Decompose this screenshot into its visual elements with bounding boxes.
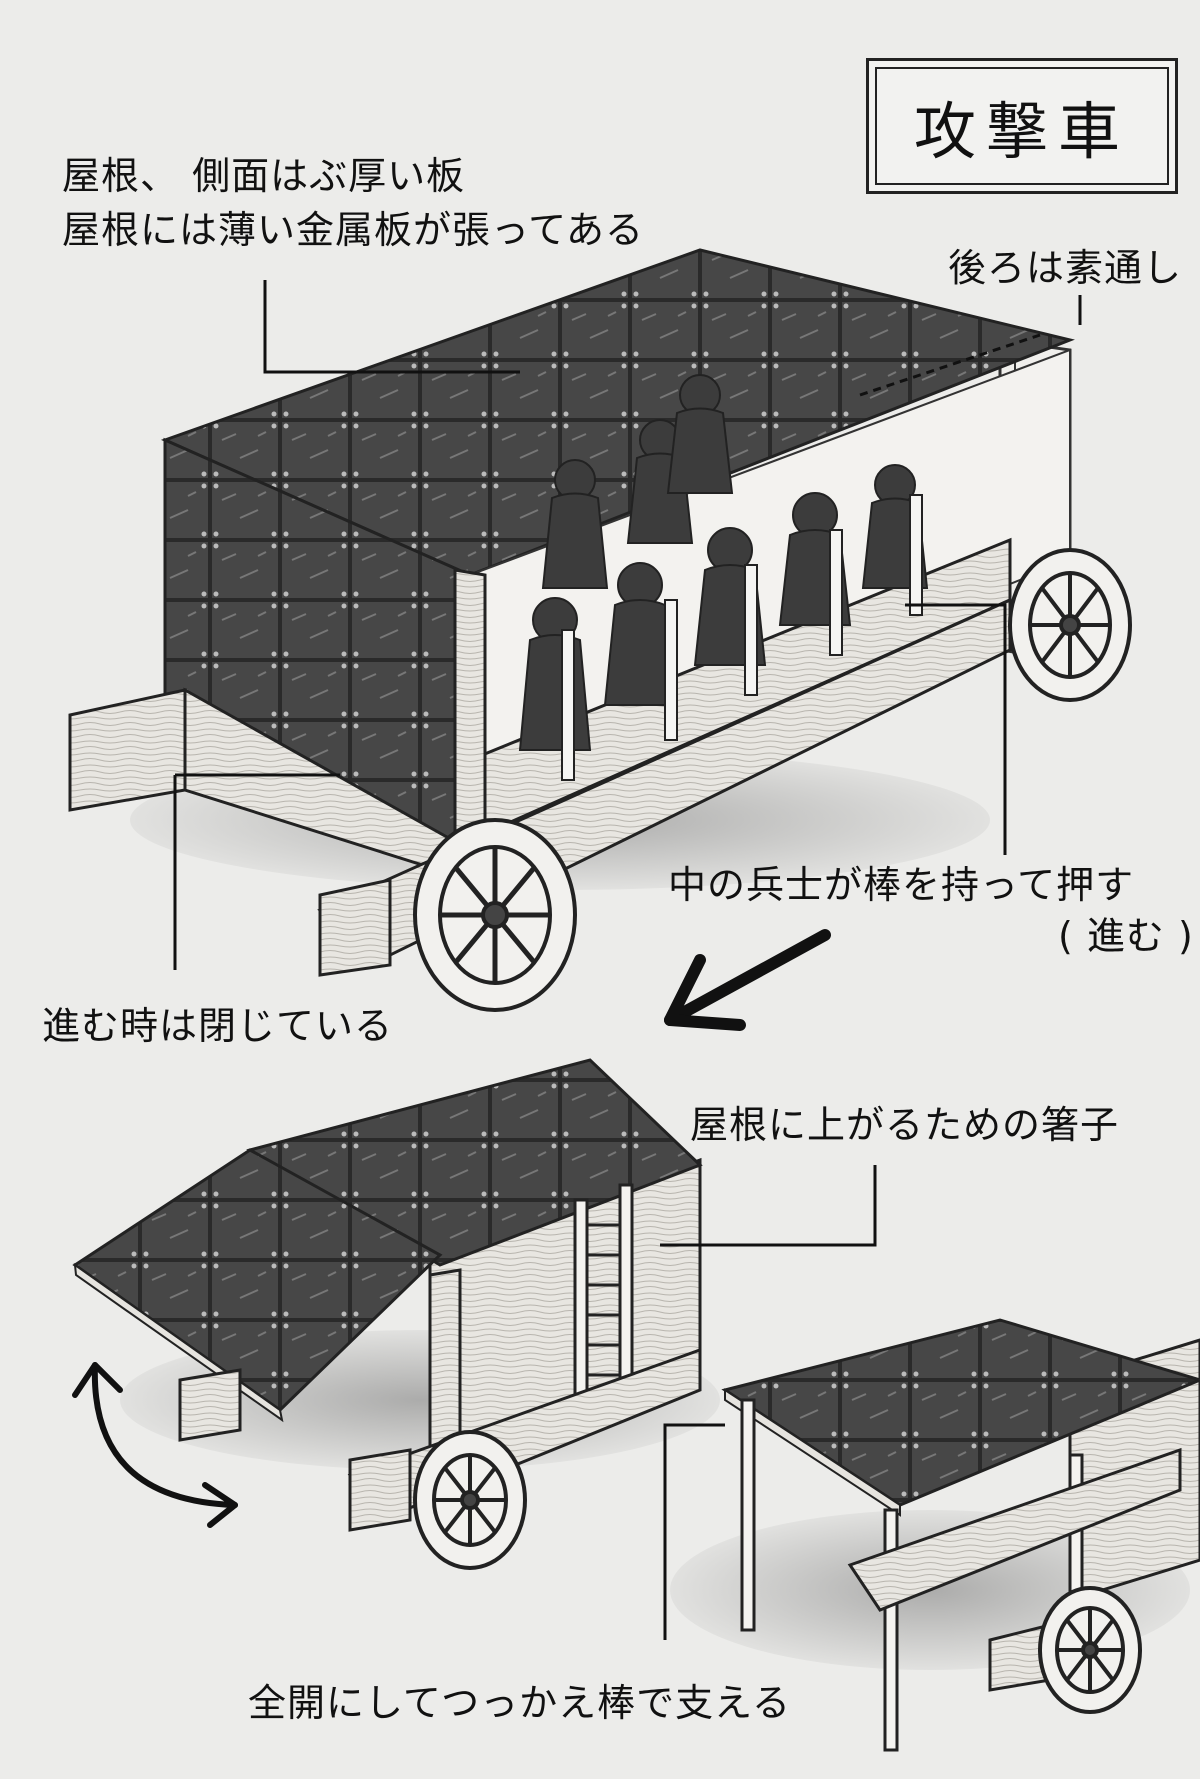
soldier-figure-2 [603,562,677,706]
wheel-back [1008,548,1132,702]
bottom-right-cart [670,1318,1200,1752]
leader-lines-top [173,280,1082,970]
title: 攻撃車 [875,67,1169,185]
wheel-front [413,818,577,1012]
label-closed-when-advancing: 進む時は閉じている [42,1004,394,1048]
label-ladder: 屋根に上がるための箸子 [690,1103,1120,1147]
direction-arrow [664,929,831,1031]
wheel-bottom-left [413,1430,527,1570]
label-back-open: 後ろは素通し [948,246,1183,290]
bottom-left-cart [72,1058,720,1570]
leader-lines-bottom [660,1165,877,1640]
soldier-figure-6 [541,459,609,589]
label-full-open: 全開にしてつっかえ棒で支える [248,1681,791,1725]
ladder [573,1183,634,1402]
label-roof-line1: 屋根、 側面はぶ厚い板 [62,154,466,198]
label-roof-line2: 屋根には薄い金属板が張ってある [62,208,644,252]
top-cart [68,248,1132,1012]
label-soldiers-push: 中の兵士が棒を持って押す [668,863,1135,907]
title-box: 攻撃車 [866,58,1178,194]
wheel-bottom-right [1038,1586,1142,1714]
label-advance: ( 進む ) [1058,914,1194,958]
soldier-figure-8 [666,374,734,494]
rotate-arrow-icon [72,1362,238,1528]
